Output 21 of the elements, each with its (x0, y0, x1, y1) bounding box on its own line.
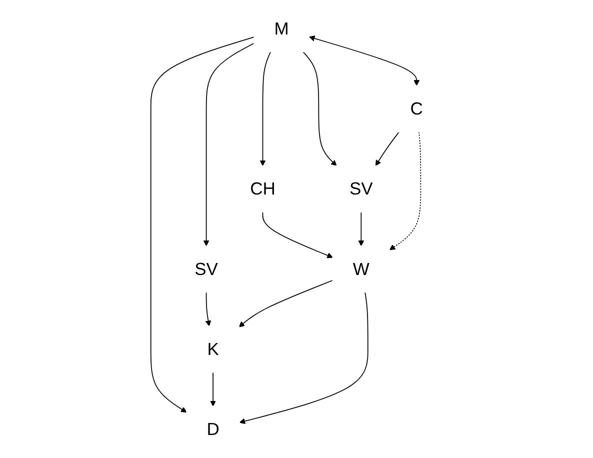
node-text: K (206, 338, 218, 359)
arrow (150, 36, 254, 413)
node-text: W (352, 258, 369, 279)
node-text: CH (250, 178, 275, 199)
node-text: D (206, 418, 219, 440)
arrow (308, 36, 420, 86)
arrow (388, 132, 421, 250)
arrow (210, 372, 216, 406)
node-text: SV (348, 178, 372, 199)
node-text: SV (194, 258, 218, 279)
arrow (302, 51, 336, 166)
arrow (238, 292, 368, 424)
arrow (238, 280, 333, 328)
arrow (358, 212, 364, 246)
arrow (259, 51, 271, 166)
node-text: M (274, 18, 288, 38)
node-text: C (410, 98, 422, 119)
arrow (374, 132, 399, 166)
arrow (202, 42, 254, 246)
arrow (262, 212, 332, 258)
arrow (204, 292, 211, 326)
